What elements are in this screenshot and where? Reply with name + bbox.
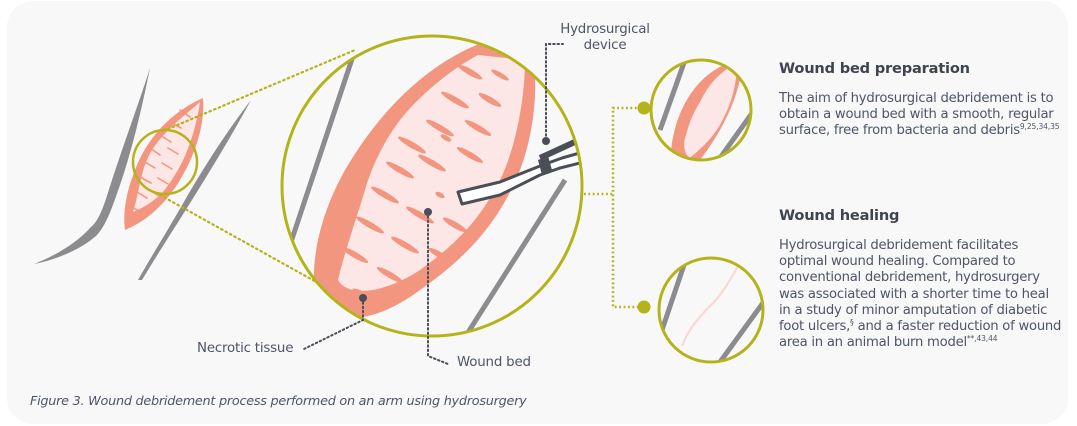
small-wound (124, 98, 204, 230)
device-label-line1: Hydrosurgical (560, 22, 650, 37)
necrotic-tissue-label: Necrotic tissue (197, 341, 294, 356)
reference-superscript: **,43,44 (966, 334, 998, 344)
wound-bed-label: Wound bed (457, 355, 531, 370)
wound-bed-pointer-dot (424, 208, 432, 216)
healed-zoom-ring (657, 256, 765, 364)
reference-superscript: 9,25,34,35 (1019, 122, 1060, 132)
healed-wound (659, 258, 763, 362)
device-label-line2: device (583, 38, 627, 53)
small-wound-fibers (131, 109, 191, 214)
section-body: The aim of hydrosurgical debridement is … (779, 91, 1064, 140)
prepared-zoom-ring (649, 58, 753, 162)
bracket-dot-top (637, 101, 651, 115)
figure-caption: Figure 3. Wound debridement process perf… (30, 394, 527, 409)
outcome-bracket (584, 106, 641, 309)
reference-superscript: § (850, 318, 854, 328)
section-body-text: The aim of hydrosurgical debridement is … (779, 91, 1054, 139)
device-label: Hydrosurgical device (560, 22, 650, 54)
tissue-fibers (341, 64, 509, 302)
prepared-wound-bed (651, 60, 751, 160)
section-body-text: Hydrosurgical debridement facilitates op… (779, 238, 1049, 335)
section-title: Wound healing (779, 207, 900, 224)
section-wound-bed-preparation: Wound bed preparation The aim of hydrosu… (779, 60, 1064, 140)
arm-outline (34, 68, 251, 280)
bracket-dot-bottom (637, 300, 651, 314)
small-zoom-ring (131, 128, 199, 196)
device-pointer-dot (542, 137, 550, 145)
magnified-wound (282, 36, 582, 336)
section-title: Wound bed preparation (779, 60, 970, 77)
necrotic-pointer-dot (359, 294, 367, 302)
section-wound-healing: Wound healing Hydrosurgical debridement … (779, 207, 1064, 351)
label-pointers (303, 43, 564, 365)
section-body-text: and a faster reduction of wound area in … (779, 319, 1062, 351)
magnified-zoom-ring (280, 34, 584, 338)
section-body: Hydrosurgical debridement facilitates op… (779, 238, 1064, 351)
